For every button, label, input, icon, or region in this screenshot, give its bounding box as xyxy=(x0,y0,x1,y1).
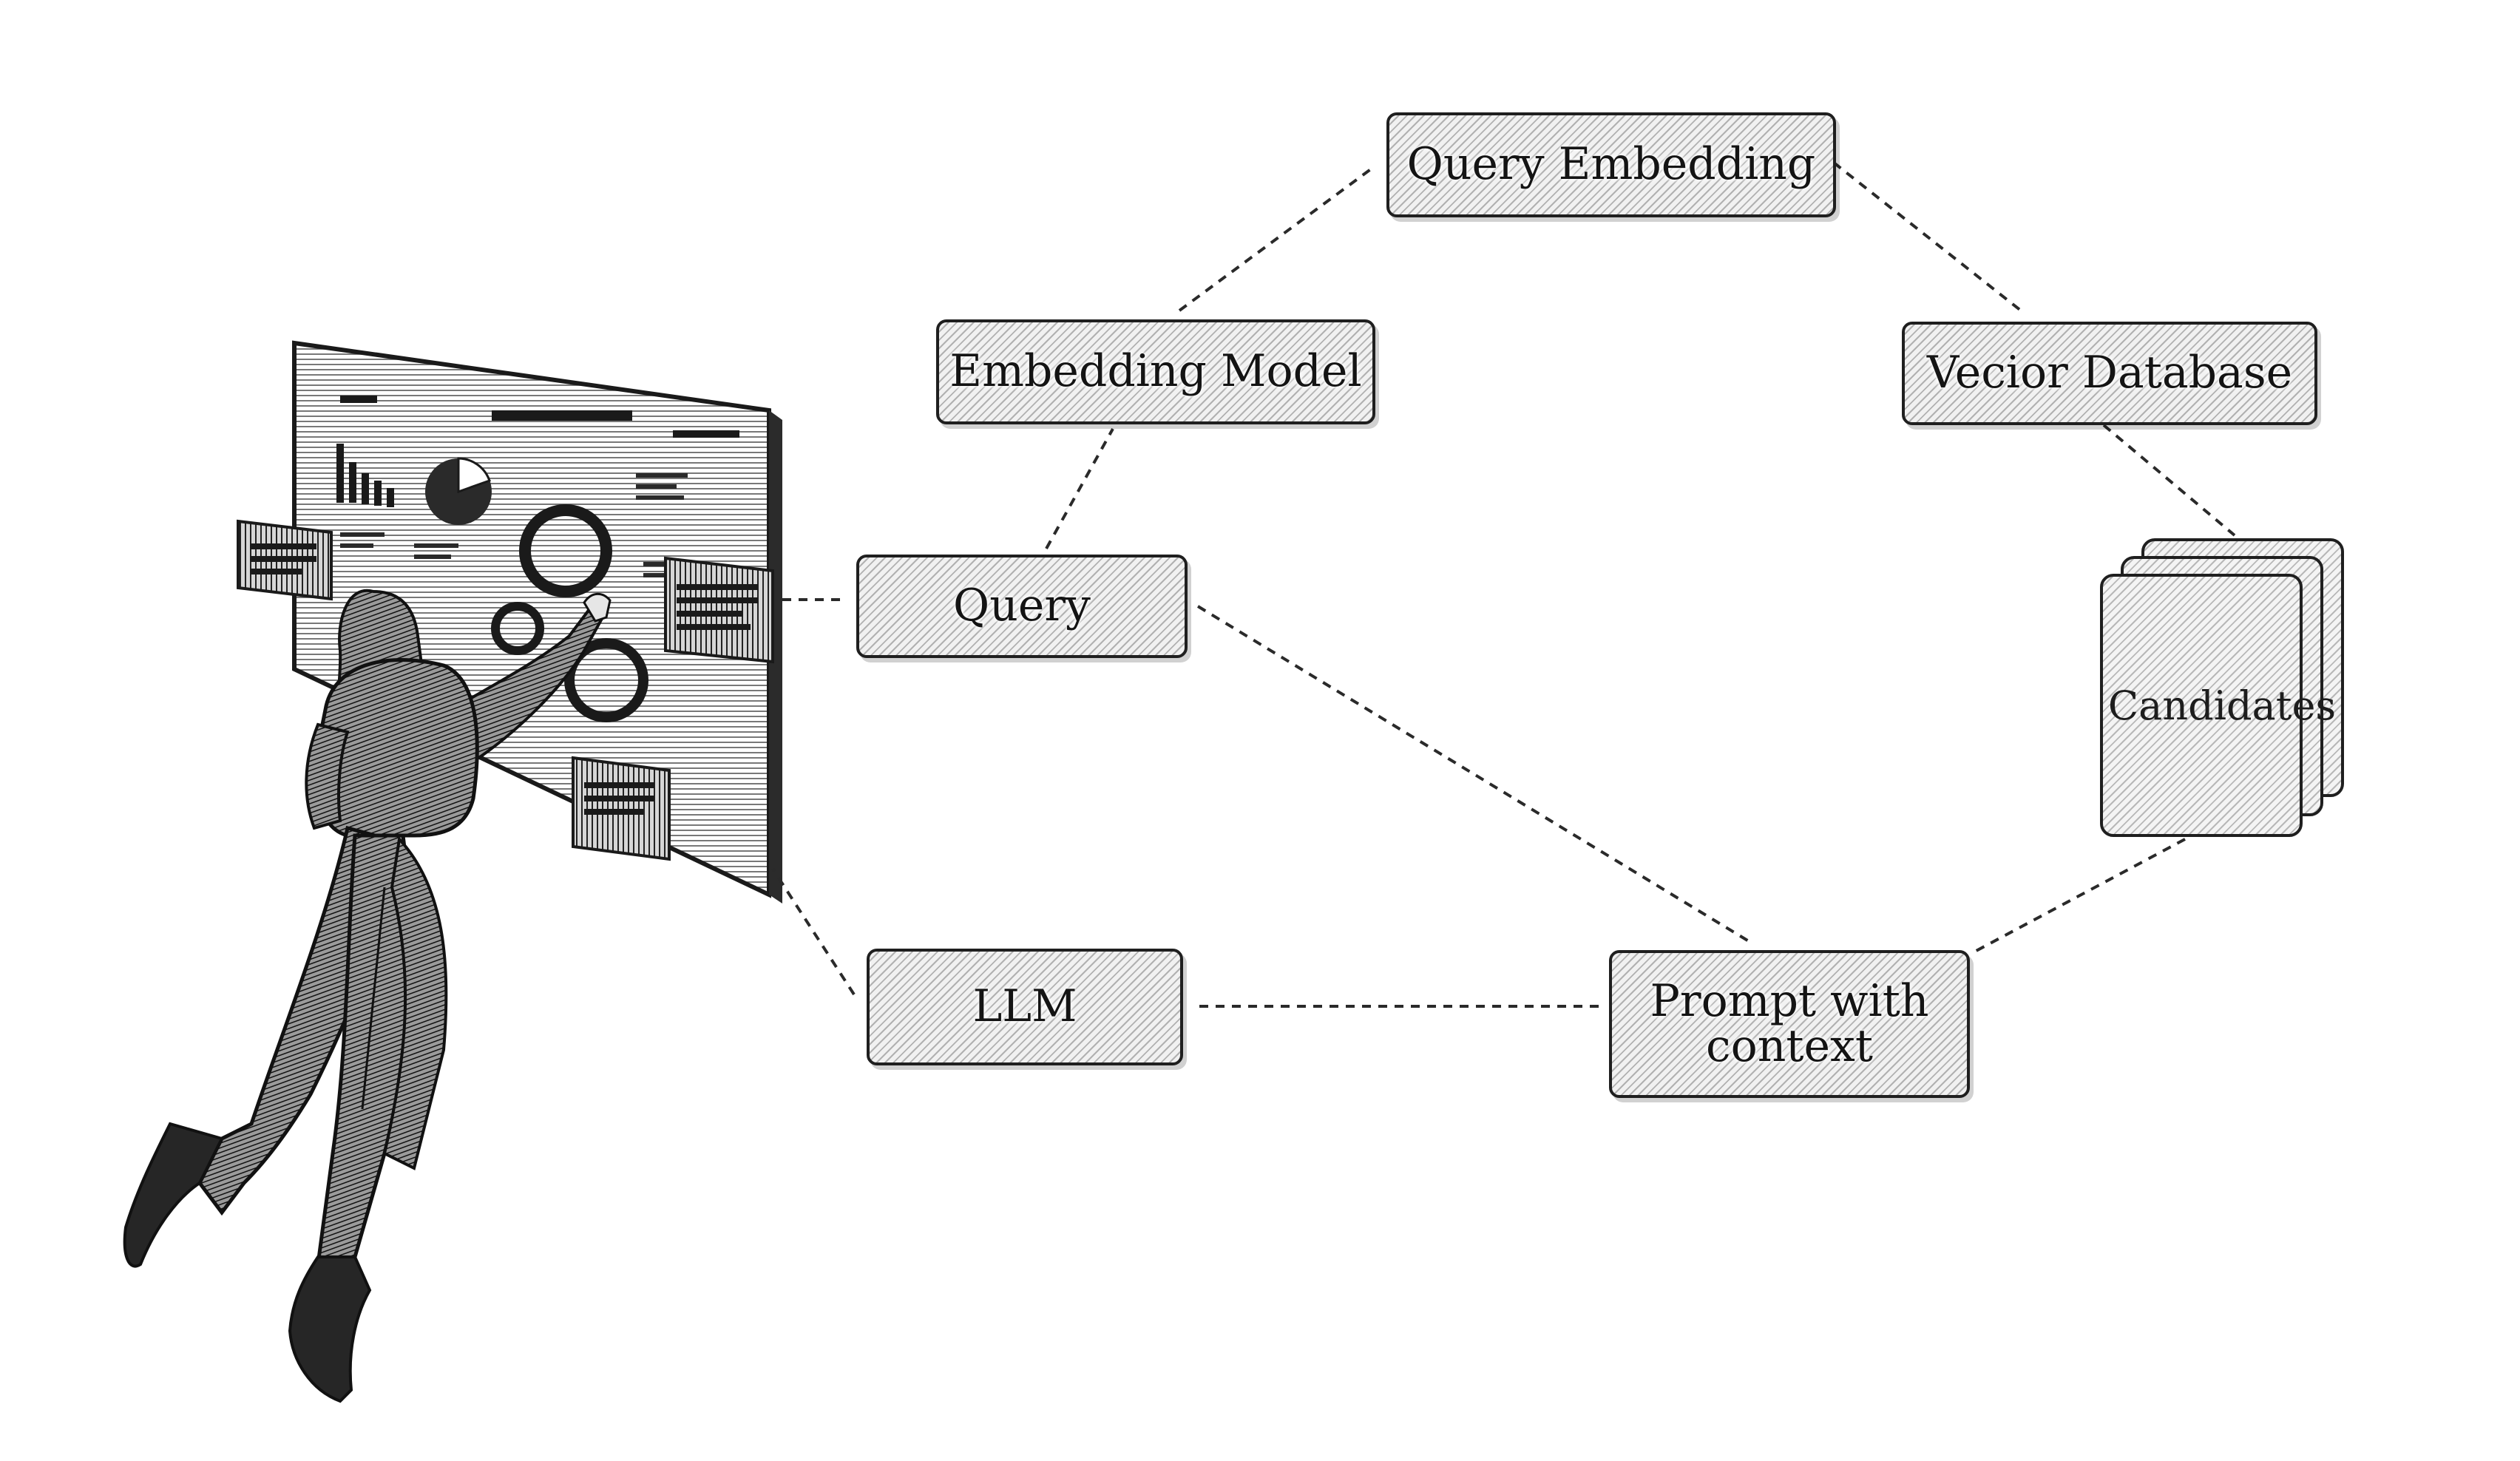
person-figure xyxy=(123,589,612,1403)
edge-llm-to-illustration xyxy=(771,867,856,996)
sticky-note-bottom xyxy=(572,756,671,861)
candidates-label: Candidates xyxy=(2107,682,2337,729)
vector-database-label: Vecior Database xyxy=(1926,347,2293,399)
edge-query-embedding-to-vector-database xyxy=(1832,161,2026,315)
pie-chart-widget xyxy=(425,457,492,525)
person-at-dashboard-illustration xyxy=(123,340,782,1403)
sticky-note-left xyxy=(237,519,333,601)
candidates-node: Candidates xyxy=(2100,538,2344,838)
candidate-card-front xyxy=(2100,574,2303,837)
dashboard-wall xyxy=(237,340,782,904)
sticky-note-right xyxy=(664,556,774,664)
query-embedding-label: Query Embedding xyxy=(1406,138,1816,191)
vector-database-node: Vecior Database xyxy=(1902,322,2317,425)
prompt-with-context-label: Prompt with context xyxy=(1650,974,1929,1072)
prompt-with-context-node: Prompt with context xyxy=(1609,950,1970,1098)
query-node: Query xyxy=(856,555,1188,658)
ring-widget-small xyxy=(491,602,544,655)
edge-query-to-embedding-model xyxy=(1045,428,1114,549)
ring-widget-large xyxy=(519,504,612,597)
ring-widget-lower xyxy=(564,638,648,722)
embedding-model-label: Embedding Model xyxy=(949,345,1362,398)
embedding-model-node: Embedding Model xyxy=(936,319,1375,424)
bar-chart-widget xyxy=(336,444,394,507)
edge-vector-database-to-candidates xyxy=(2102,424,2236,537)
llm-label: LLM xyxy=(972,980,1077,1033)
edge-candidates-to-prompt xyxy=(1970,838,2186,955)
llm-node: LLM xyxy=(867,949,1183,1065)
edge-query-to-prompt xyxy=(1196,605,1750,943)
edge-embedding-model-to-query-embedding xyxy=(1178,167,1373,312)
query-embedding-node: Query Embedding xyxy=(1386,112,1836,217)
query-label: Query xyxy=(953,580,1091,632)
